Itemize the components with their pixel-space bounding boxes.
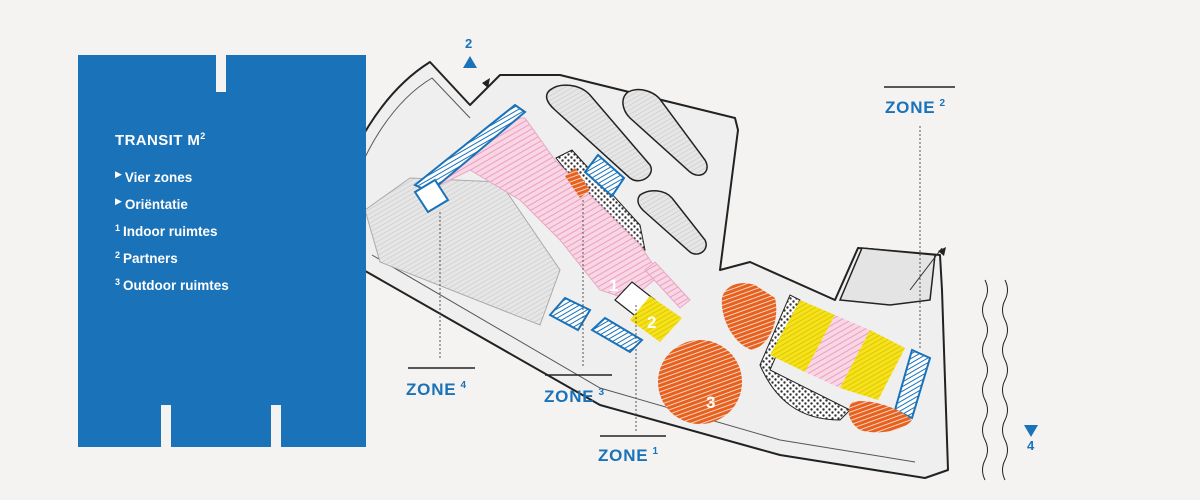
legend-title: TRANSIT M2	[115, 131, 206, 149]
zone-3-building-yellow-2	[840, 330, 905, 400]
map-number-2: 2	[647, 313, 657, 332]
blue-block-northwest	[413, 178, 450, 214]
legend-marker: 3	[115, 277, 121, 287]
site-pointer-north	[482, 78, 490, 88]
panel-notch-bottom-left	[161, 405, 171, 447]
zone-3-building-pink	[805, 315, 870, 388]
orange-area-southeast	[848, 401, 912, 433]
entrance-number-1: 1	[302, 192, 310, 207]
orange-strip-north	[565, 168, 590, 198]
panel-notch-top	[216, 55, 226, 92]
entrance-arrow-2	[463, 56, 477, 68]
road-spur	[909, 247, 943, 291]
gravel-east	[759, 294, 851, 421]
blue-block-central	[583, 153, 626, 198]
legend-marker: 2	[115, 250, 121, 260]
blue-block-east	[893, 348, 932, 420]
entrance-number-4: 4	[1027, 438, 1035, 453]
site-pointer-east	[938, 247, 946, 256]
building-east-corner	[838, 247, 936, 306]
panel-notch-bottom-right	[271, 405, 281, 447]
zone-3-building-yellow-1	[770, 300, 835, 372]
zone-1-annex	[644, 261, 691, 309]
legend-marker: 1	[115, 223, 121, 233]
entrance-arrow-4	[1024, 425, 1038, 437]
parking-island-3	[637, 190, 707, 255]
triangle-bullet-icon: ▶	[115, 169, 122, 179]
orange-area-east	[721, 283, 777, 350]
legend-title-sup: 2	[200, 131, 206, 141]
building-west	[364, 177, 561, 326]
map-number-1: 1	[609, 276, 619, 295]
legend-item-vier-zones: ▶Vier zones	[115, 161, 229, 188]
legend-item-orientatie: ▶Oriëntatie	[115, 188, 229, 215]
orange-circle-south	[658, 340, 742, 424]
blue-block-south-1	[548, 296, 592, 332]
parking-island-2	[622, 88, 708, 176]
entrance-number-2: 2	[465, 36, 473, 51]
triangle-bullet-icon: ▶	[115, 196, 122, 206]
blue-block-south-2	[590, 316, 644, 354]
river-line-1	[982, 279, 988, 481]
river-line-2	[1002, 279, 1008, 481]
zone-2-block-west	[630, 296, 682, 342]
map-number-3: 3	[706, 393, 716, 412]
parking-island-1	[545, 84, 653, 182]
